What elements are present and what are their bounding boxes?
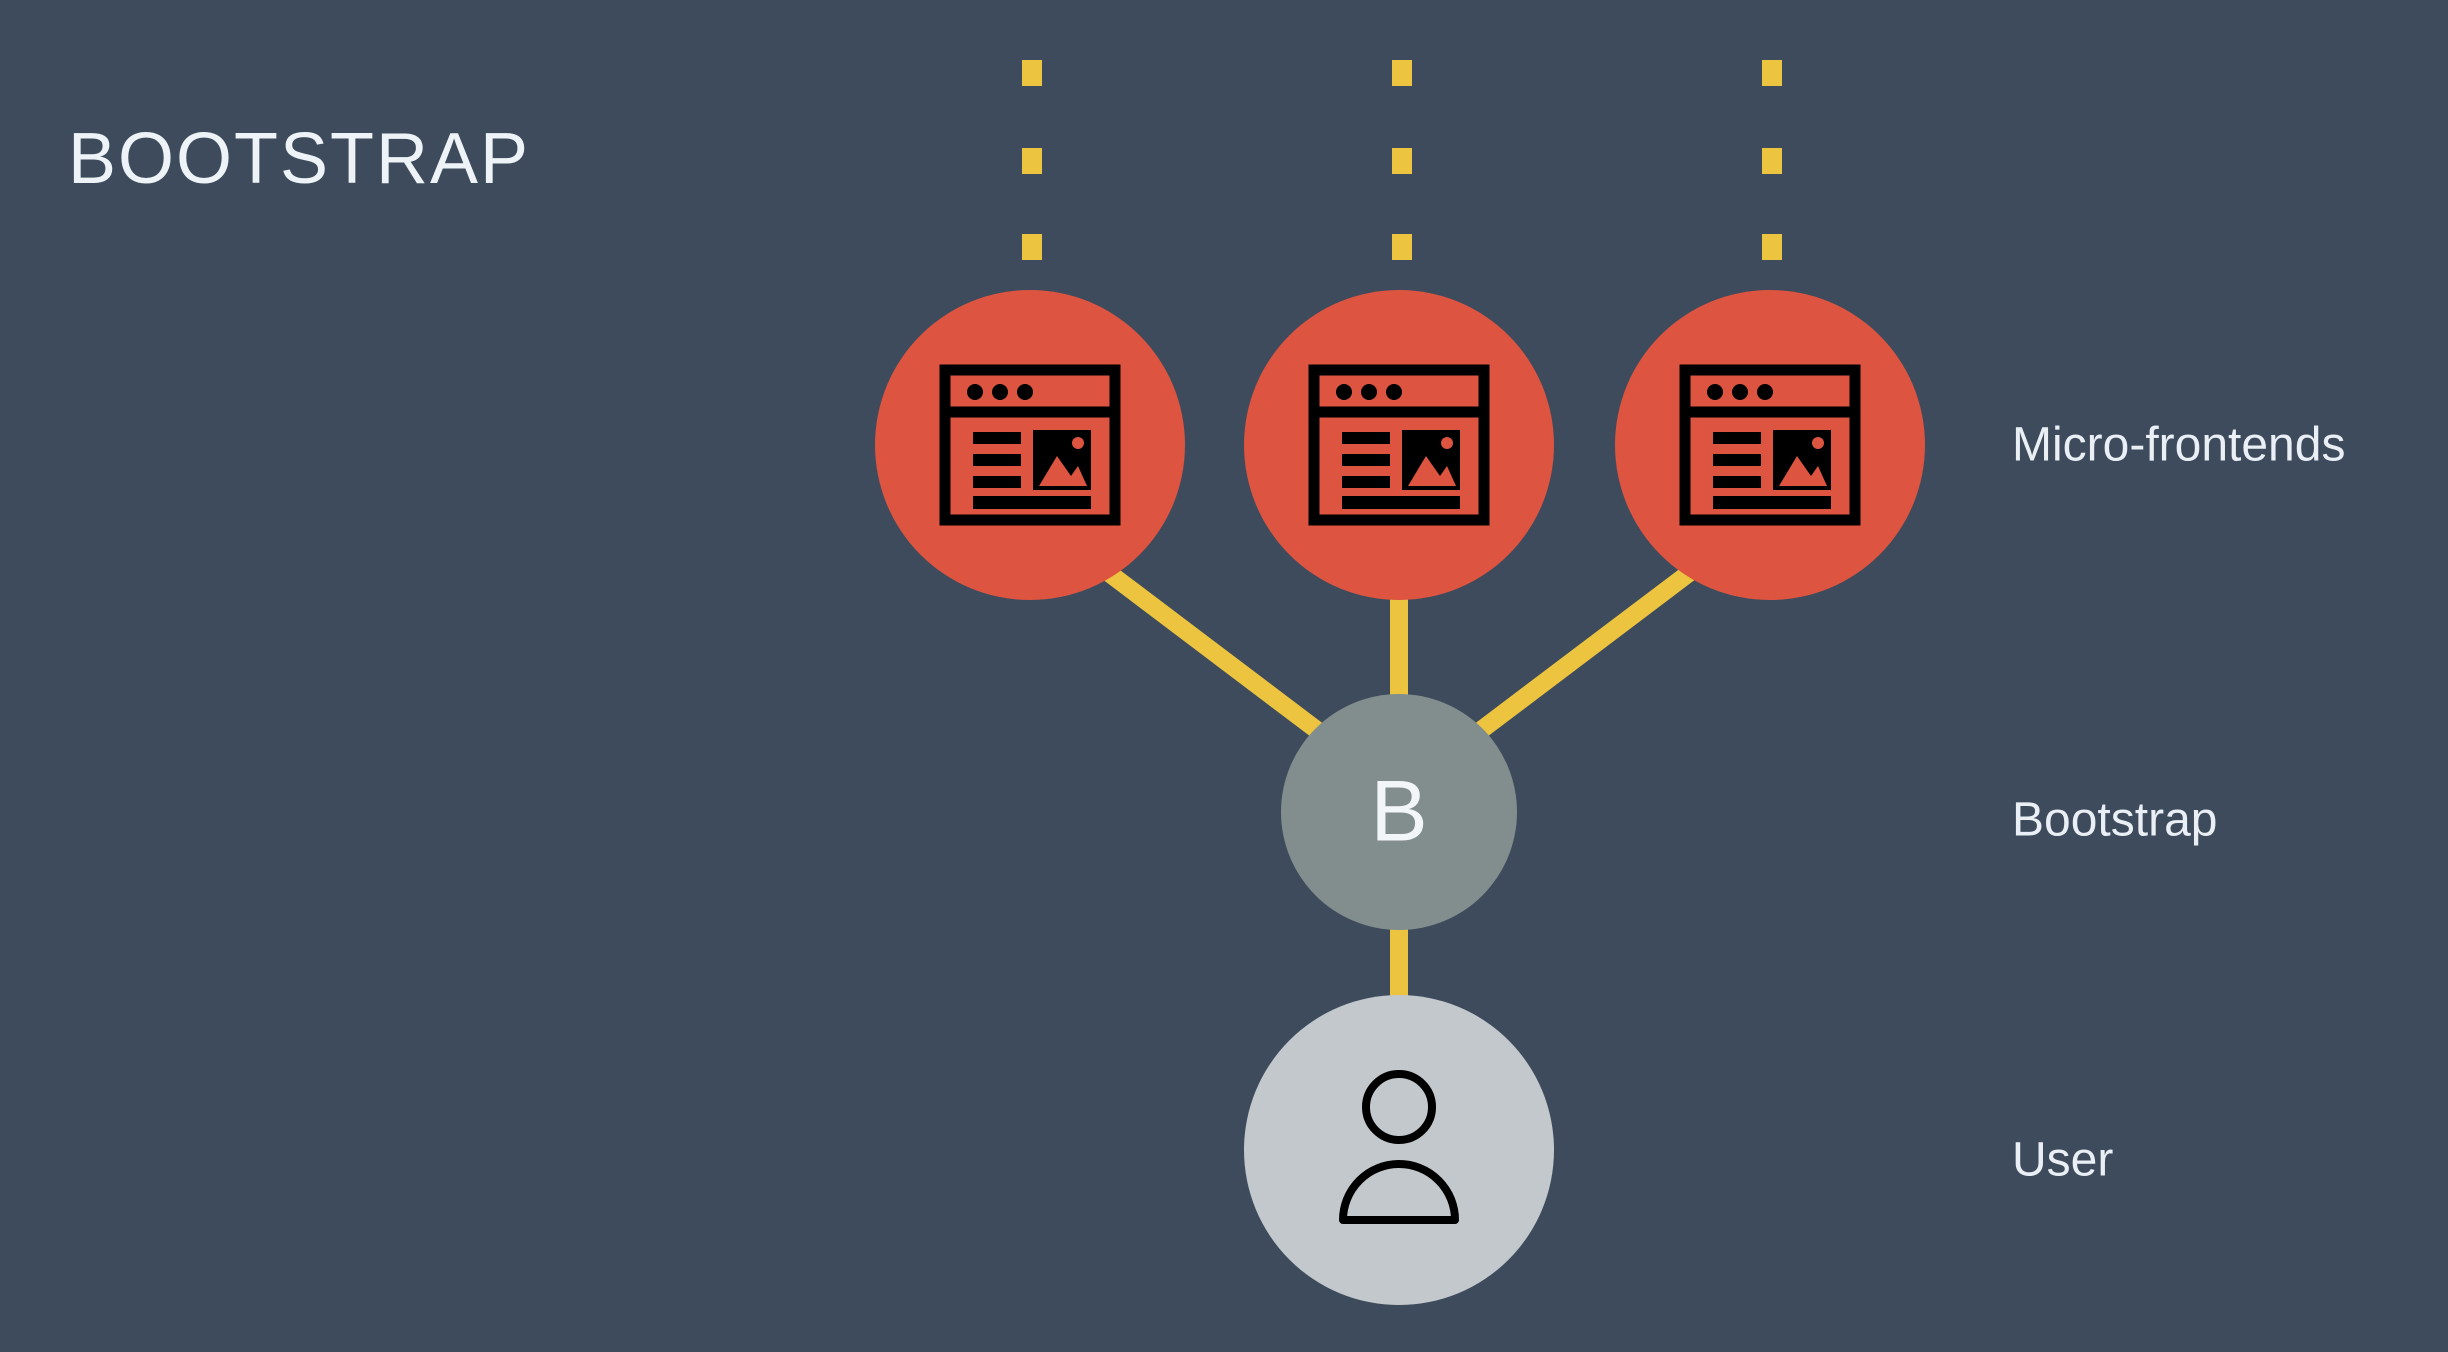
node-micro-frontend-1[interactable] — [875, 290, 1185, 600]
connector-mfe1-bootstrap — [1099, 562, 1336, 748]
node-circle — [875, 290, 1185, 600]
node-circle — [1281, 694, 1517, 930]
dash-segment — [1392, 234, 1412, 260]
dash-segment — [1762, 60, 1782, 86]
dash-segment — [1762, 234, 1782, 260]
connector-mfe3-bootstrap — [1462, 562, 1699, 748]
dash-segment — [1022, 60, 1042, 86]
node-user[interactable] — [1244, 995, 1554, 1305]
node-micro-frontend-2[interactable] — [1244, 290, 1554, 600]
dash-segment — [1762, 148, 1782, 174]
dash-segment — [1022, 148, 1042, 174]
label-user: User — [2012, 1133, 2114, 1187]
node-circle — [1244, 995, 1554, 1305]
page-title: BOOTSTRAP — [68, 119, 531, 199]
dash-segment — [1022, 234, 1042, 260]
bootstrap-node-letter: B — [1370, 763, 1428, 860]
label-micro-frontends: Micro-frontends — [2012, 418, 2346, 472]
dash-segment — [1392, 60, 1412, 86]
dashed-input-column-1 — [1022, 60, 1042, 260]
label-bootstrap: Bootstrap — [2012, 793, 2218, 847]
dashed-input-column-3 — [1762, 60, 1782, 260]
dash-segment — [1392, 148, 1412, 174]
node-circle — [1615, 290, 1925, 600]
node-micro-frontend-3[interactable] — [1615, 290, 1925, 600]
node-bootstrap[interactable] — [1281, 694, 1517, 930]
node-circle — [1244, 290, 1554, 600]
dashed-input-column-2 — [1392, 60, 1412, 260]
